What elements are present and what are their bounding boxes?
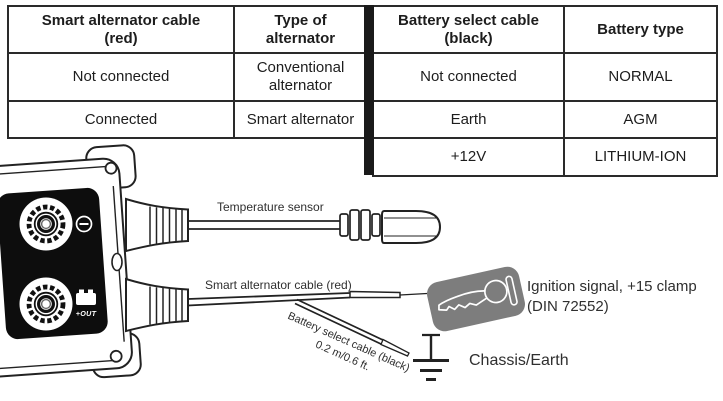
minus-terminal-connector <box>19 197 93 251</box>
temperature-sensor-label: Temperature sensor <box>217 200 324 214</box>
temperature-sensor-cable <box>188 220 342 230</box>
key-bow <box>484 279 508 304</box>
table-section-divider <box>364 5 374 175</box>
ignition-signal-label: Ignition signal, +15 clamp (DIN 72552) <box>527 277 697 317</box>
key-blade <box>438 290 488 311</box>
mounting-hole-top <box>104 161 118 175</box>
plus-output-connector: +OUT <box>19 277 97 331</box>
cable-gland-top <box>125 197 189 253</box>
table-header-row: Smart alternator cable (red) Type of alt… <box>7 5 368 54</box>
cable-gland-bottom <box>125 277 189 333</box>
temperature-sensor-plug <box>339 209 442 244</box>
table-cell: +12V <box>372 137 565 177</box>
wire-tip <box>380 338 410 357</box>
wire-stripped-end <box>349 290 401 299</box>
edge-screw <box>111 252 123 272</box>
header-battery-select-cable: Battery select cable (black) <box>372 5 565 54</box>
table-cell: Earth <box>372 100 565 139</box>
table-cell: Not connected <box>372 52 565 102</box>
table-cell: Smart alternator <box>233 100 368 139</box>
battery-type-config-table: Battery select cable (black) Battery typ… <box>372 5 718 177</box>
table-cell: AGM <box>563 100 718 139</box>
table-cell: Conventional alternator <box>233 52 368 102</box>
plus-out-label: +OUT <box>76 309 97 318</box>
table-header-row: Battery select cable (black) Battery typ… <box>372 5 718 54</box>
smart-alternator-cable-label: Smart alternator cable (red) <box>205 278 352 292</box>
chassis-earth-label: Chassis/Earth <box>469 352 569 369</box>
header-smart-alternator-cable: Smart alternator cable (red) <box>7 5 235 54</box>
fob-slot <box>505 275 518 306</box>
table-cell: Not connected <box>7 52 235 102</box>
table-row: Earth AGM <box>372 100 718 139</box>
ignition-signal-label-line2: (DIN 72552) <box>527 297 609 315</box>
earth-ground-icon <box>413 333 449 381</box>
table-cell: NORMAL <box>563 52 718 102</box>
table-row: +12V LITHIUM-ION <box>372 137 718 177</box>
table-row: Connected Smart alternator <box>7 100 368 139</box>
table-row: Not connected Conventional alternator <box>7 52 368 102</box>
charger-device <box>0 144 142 382</box>
battery-select-cable-line <box>294 298 410 357</box>
table-cell: Connected <box>7 100 235 139</box>
header-type-of-alternator: Type of alternator <box>233 5 368 54</box>
table-row: Not connected NORMAL <box>372 52 718 102</box>
battery-icon <box>76 289 96 305</box>
body-top-contour <box>0 165 109 181</box>
mounting-hole-bottom <box>109 349 123 363</box>
alternator-config-table: Smart alternator cable (red) Type of alt… <box>7 5 368 139</box>
table-cell: LITHIUM-ION <box>563 137 718 177</box>
minus-icon <box>75 215 93 233</box>
header-battery-type: Battery type <box>563 5 718 54</box>
ignition-signal-label-line1: Ignition signal, +15 clamp <box>527 278 697 295</box>
smart-alternator-cable-line <box>187 290 428 307</box>
body-bottom-contour <box>0 359 119 375</box>
ignition-key-icon <box>427 266 525 332</box>
